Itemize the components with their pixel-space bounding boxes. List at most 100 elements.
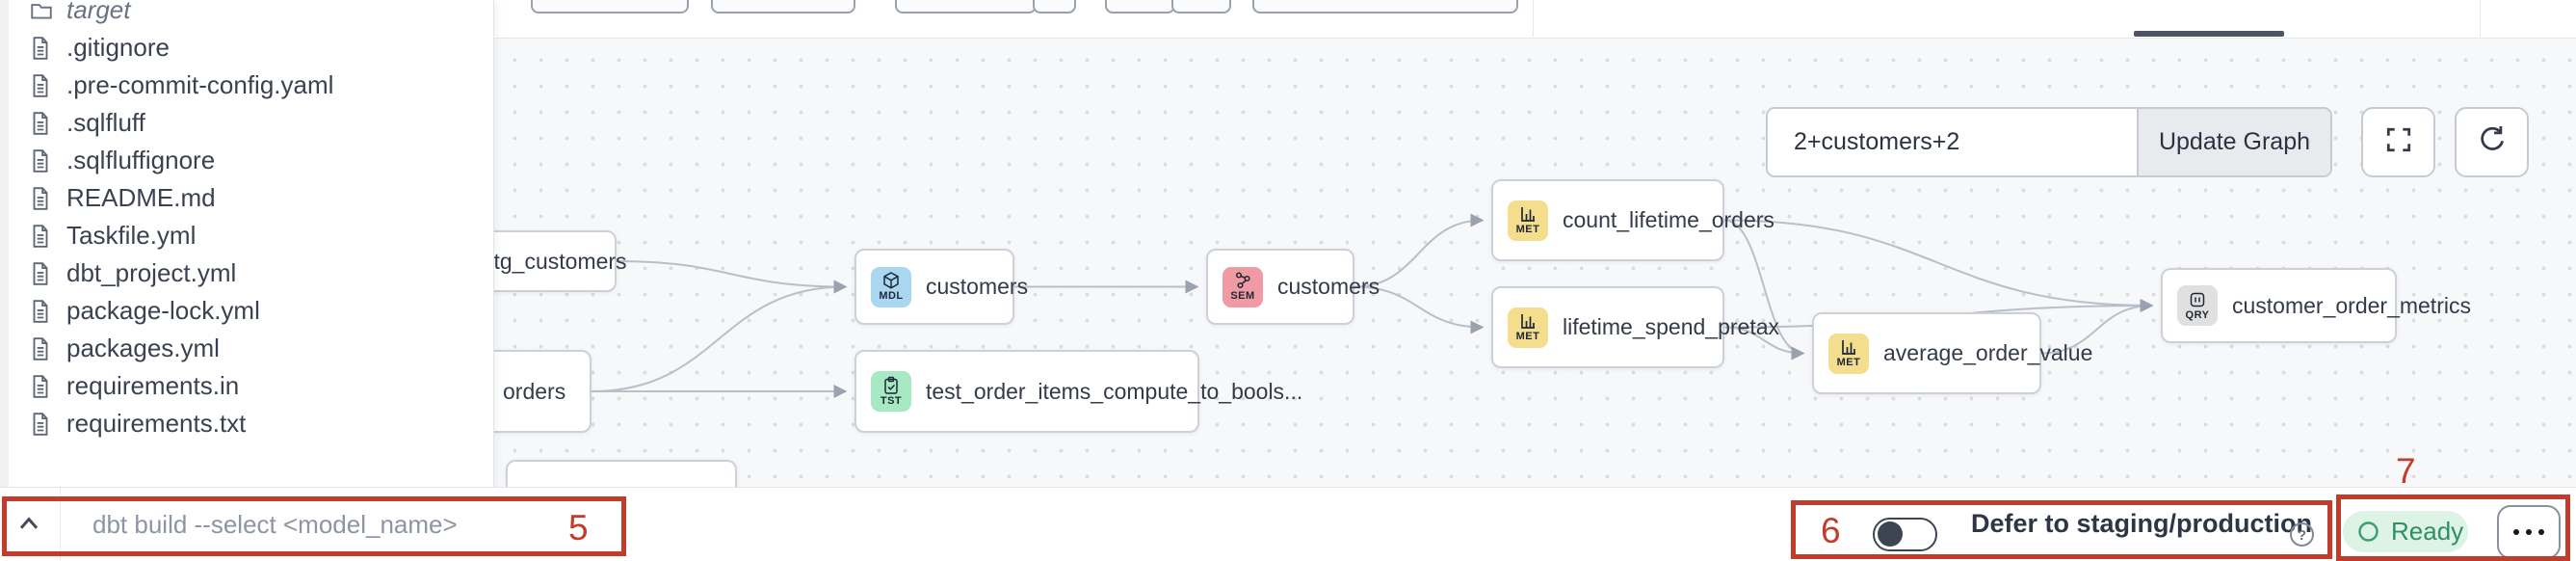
file-name: README.md — [66, 183, 216, 212]
edge-count_lifetime_orders-to-customer_order_metrics — [1723, 219, 2154, 312]
graph-node-test_order_items[interactable]: TST test_order_items_compute_to_bools... — [854, 350, 1302, 433]
mdl-badge-icon: MDL — [871, 266, 911, 307]
node-label: stg_customers — [483, 248, 627, 274]
file-tree-panel: target .gitignore .pre-commit-config.yaml.… — [0, 0, 494, 487]
file-name: .sqlfluffignore — [66, 146, 216, 174]
graph-node-customer_order_metrics[interactable]: QRY customer_order_metrics — [2161, 268, 2471, 343]
toolbar-button-cut-3[interactable] — [895, 0, 1037, 13]
file-icon — [29, 261, 54, 286]
edge-lifetime_spend_pretax-to-average_order_value — [1723, 326, 1805, 361]
fullscreen-button[interactable] — [2361, 107, 2435, 177]
toolbar-button-cut-1[interactable] — [531, 0, 689, 13]
command-bar-divider — [60, 488, 61, 561]
status-badge[interactable]: Ready — [2343, 511, 2468, 552]
tst-badge-icon: TST — [871, 371, 911, 412]
graph-node-average_order_value[interactable]: MET average_order_value — [1812, 312, 2092, 394]
file-icon — [29, 336, 54, 361]
file-icon — [29, 111, 54, 136]
file-tree-item-sqlfluff[interactable]: .sqlfluff — [0, 104, 493, 142]
file-name: Taskfile.yml — [66, 221, 197, 250]
node-label: test_order_items_compute_to_bools... — [926, 378, 1303, 404]
status-label: Ready — [2391, 517, 2464, 546]
met-badge-icon: MET — [1828, 333, 1869, 374]
file-name: .sqlfluff — [66, 108, 145, 137]
edge-average_order_value-to-customer_order_metrics — [2040, 299, 2154, 355]
toolbar-button-cut-7[interactable] — [1252, 0, 1518, 13]
edge-customers_sem-to-count_lifetime_orders — [1354, 213, 1485, 288]
active-tab-indicator — [2134, 31, 2284, 37]
svg-text:?: ? — [2298, 527, 2306, 544]
ellipsis-icon — [2513, 529, 2544, 535]
file-name: .gitignore — [66, 33, 170, 62]
file-tree-item-taskfile-yml[interactable]: Taskfile.yml — [0, 217, 493, 254]
file-tree-gutter[interactable] — [0, 0, 9, 487]
file-icon — [29, 299, 54, 324]
file-name: .pre-commit-config.yaml — [66, 70, 334, 99]
file-tree-item-package-lock-yml[interactable]: package-lock.yml — [0, 292, 493, 330]
chevron-up-icon — [17, 515, 40, 533]
file-tree-item-dbt-project-yml[interactable]: dbt_project.yml — [0, 254, 493, 292]
qry-badge-icon: QRY — [2177, 285, 2218, 326]
file-name: dbt_project.yml — [66, 258, 237, 287]
file-tree-item-pre-commit-config-yaml[interactable]: .pre-commit-config.yaml — [0, 67, 493, 104]
file-tree-item-requirements-txt[interactable]: requirements.txt — [0, 405, 493, 442]
file-icon — [29, 73, 54, 98]
more-options-button[interactable] — [2497, 505, 2561, 559]
edge-customers_sem-to-lifetime_spend_pretax — [1354, 285, 1485, 334]
graph-selector-group: 2+customers+2 Update Graph — [1766, 107, 2332, 177]
edge-orders-to-customers_mdl — [591, 280, 848, 392]
met-badge-icon: MET — [1508, 307, 1548, 348]
collapse-panel-button[interactable] — [10, 507, 48, 540]
file-tree-item-target[interactable]: target — [0, 0, 493, 29]
graph-node-partial_node[interactable] — [506, 460, 737, 487]
file-name: requirements.txt — [66, 409, 247, 438]
file-tree-item-sqlfluffignore[interactable]: .sqlfluffignore — [0, 142, 493, 179]
refresh-icon — [2477, 124, 2508, 160]
node-label: count_lifetime_orders — [1563, 207, 1774, 232]
file-name: packages.yml — [66, 334, 220, 362]
file-icon — [29, 148, 54, 174]
toolbar-divider-right — [2480, 0, 2481, 37]
graph-node-customers_mdl[interactable]: MDL customers — [854, 249, 1028, 325]
node-label: average_order_value — [1883, 340, 2093, 365]
node-label: customer_order_metrics — [2232, 292, 2471, 318]
file-tree: target .gitignore .pre-commit-config.yaml.… — [0, 0, 493, 442]
ready-ring-icon — [2357, 521, 2379, 543]
defer-label: Defer to staging/production — [1971, 509, 2312, 538]
file-name: target — [66, 0, 131, 24]
fullscreen-icon — [2384, 125, 2413, 159]
file-icon — [29, 186, 54, 211]
file-name: package-lock.yml — [66, 296, 260, 325]
command-input[interactable]: dbt build --select <model_name> — [92, 510, 458, 539]
edge-count_lifetime_orders-to-average_order_value — [1723, 219, 1805, 361]
node-label: orders — [503, 378, 566, 404]
file-tree-item-gitignore[interactable]: .gitignore — [0, 29, 493, 67]
file-icon — [29, 36, 54, 61]
refresh-button[interactable] — [2455, 107, 2529, 177]
selector-input[interactable]: 2+customers+2 — [1794, 128, 1960, 155]
help-icon[interactable]: ? — [2289, 521, 2315, 552]
graph-node-customers_sem[interactable]: SEM customers — [1206, 249, 1380, 325]
graph-node-lifetime_spend_pretax[interactable]: MET lifetime_spend_pretax — [1491, 286, 1779, 368]
file-tree-item-packages-yml[interactable]: packages.yml — [0, 330, 493, 367]
file-tree-item-requirements-in[interactable]: requirements.in — [0, 367, 493, 405]
node-label: customers — [926, 274, 1029, 299]
file-icon — [29, 224, 54, 249]
toolbar-button-cut-6[interactable] — [1171, 0, 1231, 13]
sem-badge-icon: SEM — [1222, 266, 1263, 307]
folder-icon — [29, 0, 54, 23]
toolbar-button-cut-2[interactable] — [711, 0, 855, 13]
defer-toggle[interactable] — [1873, 518, 1937, 551]
edge-stg_customers-to-customers_mdl — [616, 260, 848, 294]
update-graph-button[interactable]: Update Graph — [2137, 109, 2330, 175]
node-label: customers — [1277, 274, 1380, 299]
toolbar-divider — [1533, 0, 1534, 37]
node-label: lifetime_spend_pretax — [1563, 314, 1780, 339]
file-name: requirements.in — [66, 371, 240, 400]
file-icon — [29, 374, 54, 399]
file-tree-item-readme-md[interactable]: README.md — [0, 179, 493, 217]
toolbar-button-cut-4[interactable] — [1033, 0, 1076, 13]
toolbar-button-cut-5[interactable] — [1105, 0, 1175, 13]
